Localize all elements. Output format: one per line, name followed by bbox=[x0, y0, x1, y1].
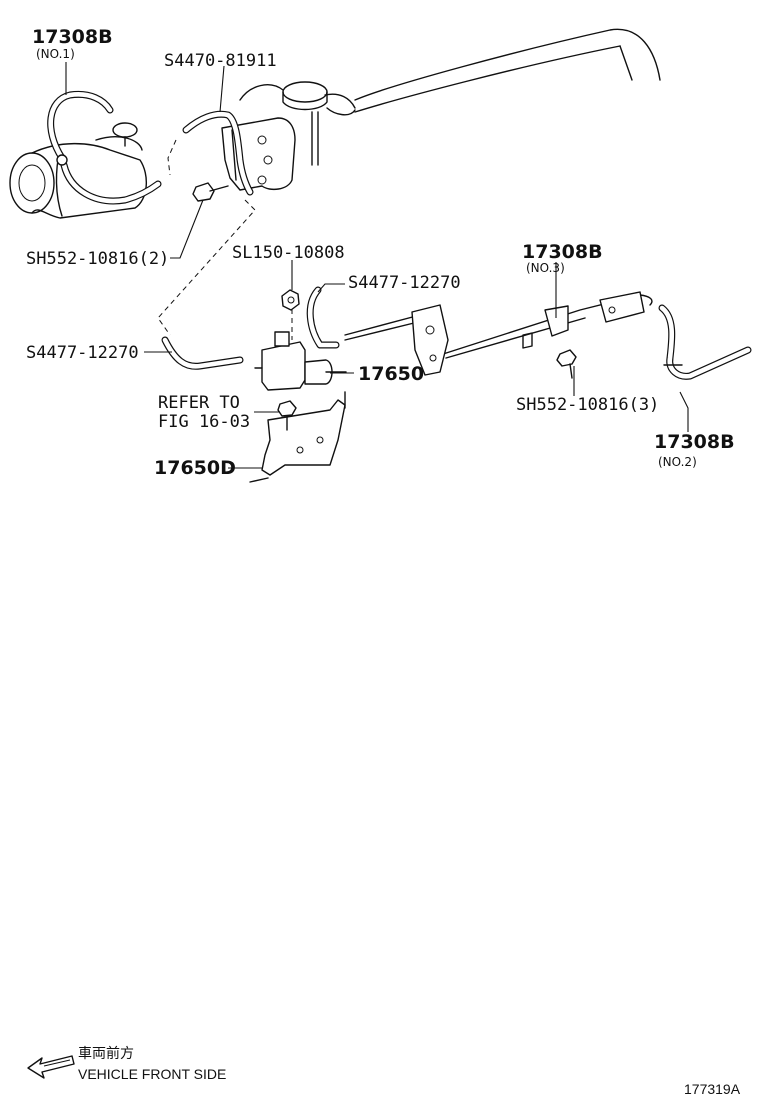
bolt-sh552-10816-upper[interactable] bbox=[192, 182, 229, 202]
sublabel-no3: (NO.3) bbox=[526, 261, 565, 275]
label-fig-16-03[interactable]: FIG 16-03 bbox=[158, 412, 250, 432]
hose-17308b-no1[interactable] bbox=[47, 90, 162, 205]
leader-s4477-12270-right bbox=[317, 283, 345, 293]
figure-number: 177319A bbox=[684, 1081, 741, 1097]
vsv-17650[interactable] bbox=[254, 331, 347, 391]
nut-sl150-10808[interactable] bbox=[281, 289, 300, 311]
intake-pipe-illustration bbox=[239, 28, 661, 166]
label-sh552-10816-2[interactable]: SH552-10816(2) bbox=[26, 249, 169, 269]
label-s4470-81911[interactable]: S4470-81911 bbox=[164, 51, 277, 71]
hose-17308b-no2[interactable] bbox=[658, 304, 752, 380]
leader-s4470-81911 bbox=[219, 65, 225, 113]
label-sl150-10808[interactable]: SL150-10808 bbox=[232, 243, 345, 263]
pipe-17308b-no3[interactable] bbox=[344, 291, 653, 376]
hose-s4470-81911[interactable] bbox=[182, 110, 254, 196]
hose-s4477-12270-left[interactable] bbox=[161, 336, 244, 370]
vehicle-front-side-en: VEHICLE FRONT SIDE bbox=[78, 1066, 226, 1082]
bracket-17650d[interactable] bbox=[249, 391, 346, 483]
hose-s4477-12270-right[interactable] bbox=[306, 286, 340, 349]
label-s4477-12270-left[interactable]: S4477-12270 bbox=[26, 343, 139, 363]
label-s4477-12270-right[interactable]: S4477-12270 bbox=[348, 273, 461, 293]
leader-17308b-no2 bbox=[679, 391, 689, 432]
vehicle-front-side-jp: 車両前方 bbox=[78, 1045, 134, 1061]
turbocharger-illustration bbox=[9, 122, 147, 219]
label-17650[interactable]: 17650 bbox=[358, 363, 424, 385]
label-17650d[interactable]: 17650D bbox=[154, 457, 236, 479]
label-sh552-10816-3[interactable]: SH552-10816(3) bbox=[516, 395, 659, 415]
vehicle-front-arrow-icon bbox=[27, 1055, 75, 1079]
leader-sh552-10816-2 bbox=[170, 199, 204, 259]
label-17308b-no2[interactable]: 17308B bbox=[654, 431, 735, 453]
bolt-refer-fig-16-03[interactable] bbox=[277, 400, 297, 431]
sublabel-no2: (NO.2) bbox=[658, 455, 697, 469]
sublabel-no1: (NO.1) bbox=[36, 47, 75, 61]
label-17308b-no1[interactable]: 17308B bbox=[32, 26, 113, 48]
bolt-sh552-10816-right[interactable] bbox=[556, 349, 577, 379]
label-17308b-no3[interactable]: 17308B bbox=[522, 241, 603, 263]
label-refer-to[interactable]: REFER TO bbox=[158, 393, 240, 413]
routing-dashed-line bbox=[157, 139, 293, 340]
